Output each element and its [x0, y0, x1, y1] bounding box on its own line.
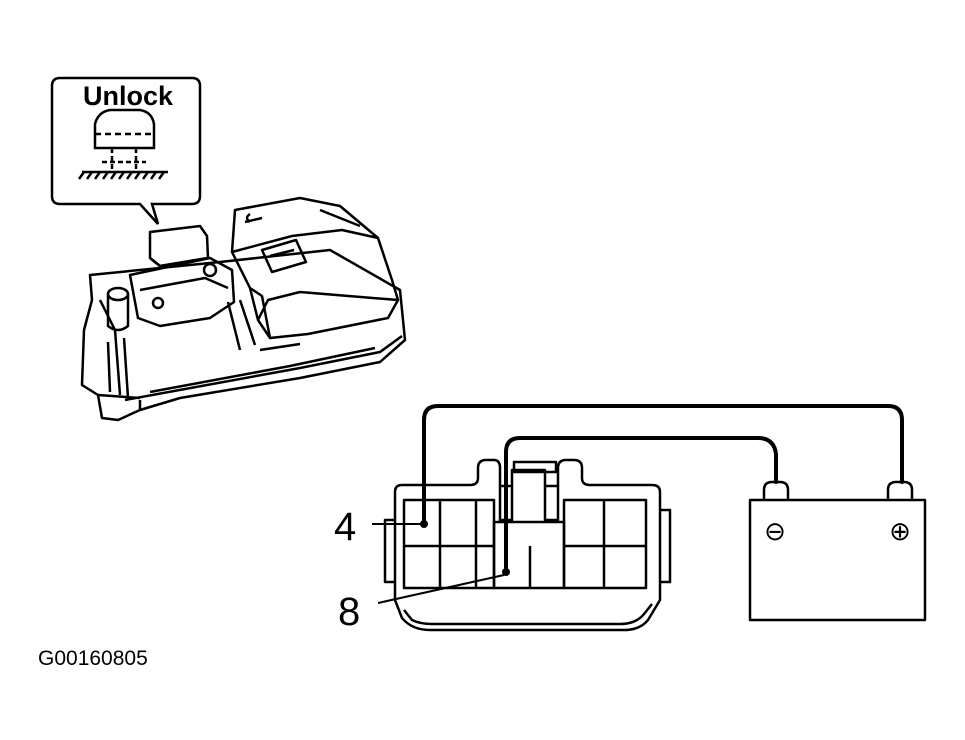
battery — [748, 480, 927, 622]
positive-terminal — [886, 480, 914, 500]
connector-shell — [393, 458, 662, 632]
battery-case — [748, 498, 927, 622]
unlock-callout — [50, 76, 202, 225]
jumper-wires — [422, 404, 904, 572]
pin-block-left — [402, 498, 496, 590]
unlock-label: Unlock — [83, 81, 174, 111]
positive-symbol: ⊕ — [889, 517, 911, 547]
negative-terminal — [762, 480, 790, 500]
figure-id: G00160805 — [38, 647, 148, 670]
pin-4-probe — [420, 520, 428, 528]
pin-8-leader — [377, 574, 505, 604]
pin-4-label: 4 — [334, 505, 356, 549]
wire-pin4-to-positive — [422, 404, 904, 526]
master-switch-assembly — [80, 196, 407, 422]
negative-symbol: ⊖ — [764, 517, 786, 547]
pin-leaders — [372, 523, 505, 604]
window-switch-pad — [128, 256, 236, 328]
pin-8-probe — [502, 568, 510, 576]
callout-bubble — [50, 76, 202, 225]
switch-connector — [383, 458, 672, 632]
wire-pin8-to-negative — [504, 436, 778, 572]
lock-knob-icon — [77, 108, 168, 180]
pin-8-label: 8 — [338, 590, 360, 634]
switch-housing — [80, 248, 407, 422]
